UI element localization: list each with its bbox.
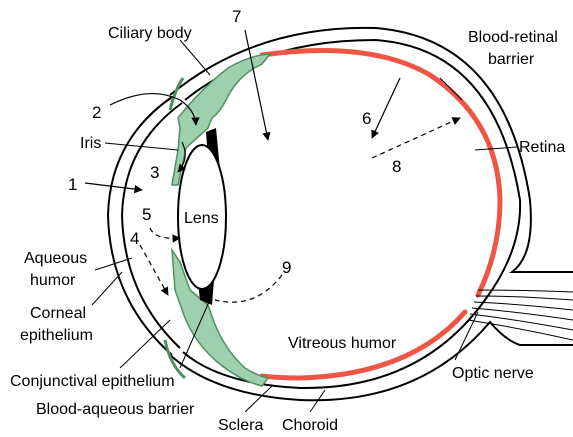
arrow-route-8 xyxy=(372,118,460,158)
route-number-7: 7 xyxy=(232,7,241,26)
label-blood-retinal-barrier-2: barrier xyxy=(488,51,535,68)
route-number-6: 6 xyxy=(362,109,371,128)
label-optic-nerve: Optic nerve xyxy=(452,365,534,382)
cornea-outer xyxy=(108,97,172,355)
route-number-1: 1 xyxy=(68,175,77,194)
arrow-route-1 xyxy=(85,183,142,190)
route-number-9: 9 xyxy=(282,258,291,277)
label-aqueous-humor-1: Aqueous xyxy=(24,250,87,267)
choroid-band xyxy=(262,51,500,296)
route-arrows xyxy=(85,30,460,302)
label-ciliary-body: Ciliary body xyxy=(108,25,192,42)
label-aqueous-humor-2: humor xyxy=(30,272,76,289)
label-choroid: Choroid xyxy=(282,417,338,434)
label-lens: Lens xyxy=(184,210,219,227)
arrow-route-9 xyxy=(215,275,282,302)
label-iris: Iris xyxy=(80,135,101,152)
label-sclera: Sclera xyxy=(218,417,263,434)
label-corneal-epithelium-1: Corneal xyxy=(30,305,86,322)
label-retina: Retina xyxy=(519,139,565,156)
label-blood-aqueous-barrier: Blood-aqueous barrier xyxy=(36,401,195,418)
route-number-4: 4 xyxy=(130,229,139,248)
label-vitreous-humor: Vitreous humor xyxy=(288,335,397,352)
label-corneal-epithelium-2: epithelium xyxy=(20,327,93,344)
route-number-8: 8 xyxy=(392,157,401,176)
label-conjunctival-epithelium: Conjunctival epithelium xyxy=(10,373,175,390)
route-number-2: 2 xyxy=(92,103,101,122)
route-number-3: 3 xyxy=(150,163,159,182)
arrow-route-6 xyxy=(372,78,400,138)
arrow-route-4 xyxy=(140,245,168,295)
label-blood-retinal-barrier-1: Blood-retinal xyxy=(468,29,558,46)
arrow-route-5 xyxy=(150,228,180,238)
route-number-5: 5 xyxy=(142,205,151,224)
optic-nerve-fibers xyxy=(468,290,573,340)
